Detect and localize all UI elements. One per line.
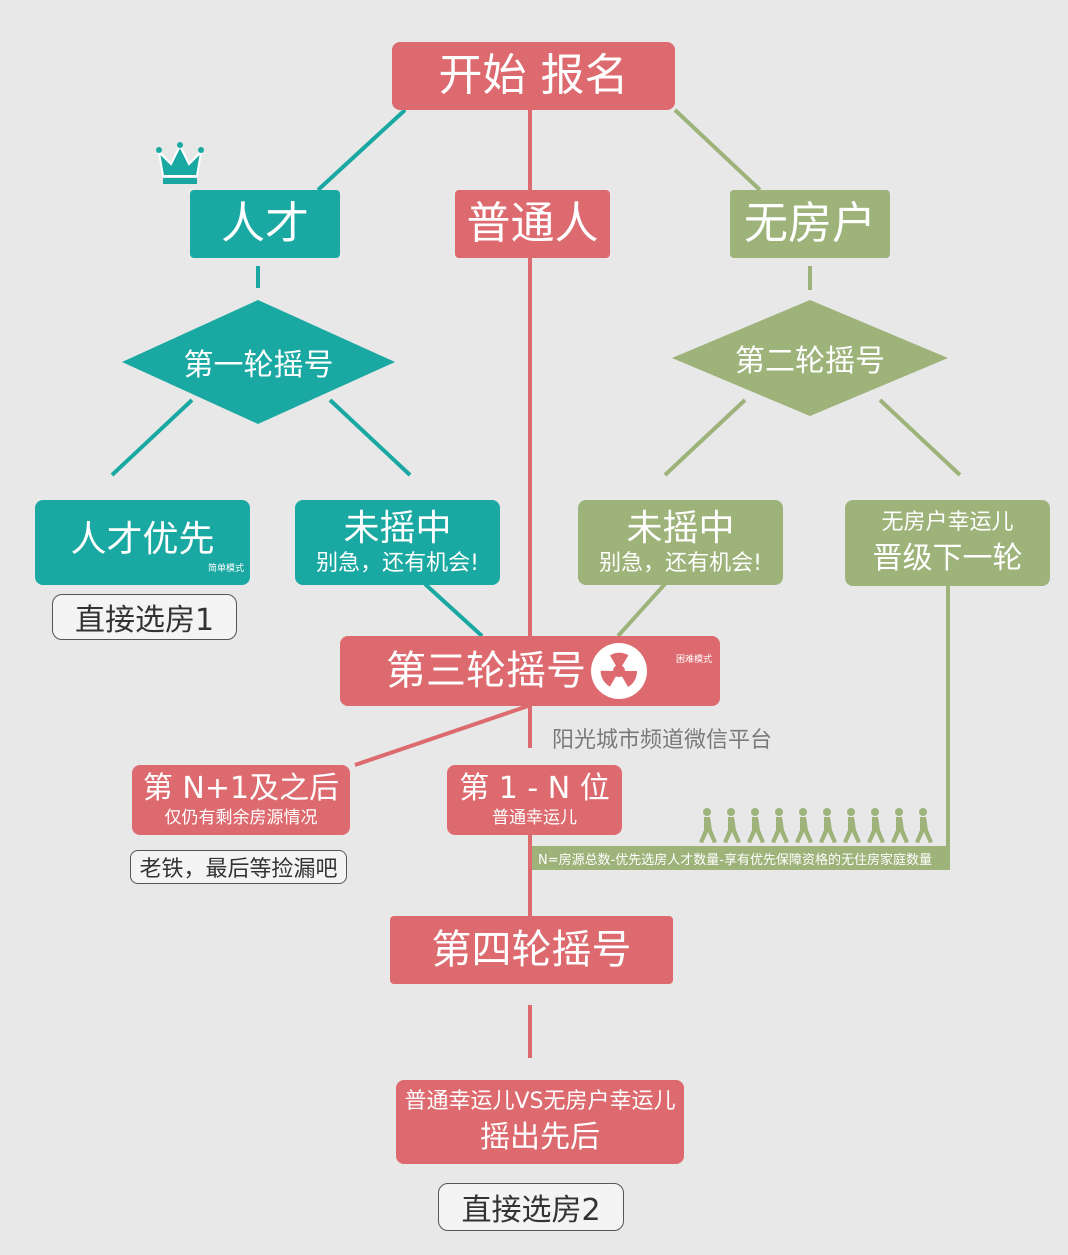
easy-mode-note: 简单模式 bbox=[207, 564, 244, 575]
radiation-icon bbox=[591, 643, 647, 699]
not-selected-subtitle-1: 别急，还有机会! bbox=[316, 551, 479, 577]
direct-pick-1: 直接选房1 bbox=[52, 594, 237, 640]
hard-mode-note: 困难模式 bbox=[675, 655, 712, 665]
crown-icon bbox=[156, 142, 204, 184]
talent-priority-label: 人才优先 bbox=[70, 518, 215, 560]
formula-bar: N=房源总数-优先选房人才数量-享有优先保障资格的无住房家庭数量 bbox=[532, 846, 950, 870]
not-selected-box-2: 未摇中 别急，还有机会! bbox=[578, 500, 783, 585]
leftover-label: 老铁，最后等捡漏吧 bbox=[139, 857, 338, 882]
round4-label: 第四轮摇号 bbox=[431, 927, 632, 973]
formula-text: N=房源总数-优先选房人才数量-享有优先保障资格的无住房家庭数量 bbox=[538, 852, 932, 868]
top-n-subtitle: 普通幸运儿 bbox=[492, 808, 577, 829]
direct-pick-2-label: 直接选房2 bbox=[461, 1193, 601, 1228]
no-house-lucky-box: 无房户幸运儿 晋级下一轮 bbox=[845, 500, 1050, 586]
no-house-box: 无房户 bbox=[730, 190, 890, 258]
after-n-box: 第 N+1及之后 仅仍有剩余房源情况 bbox=[132, 765, 350, 835]
round2-label: 第二轮摇号 bbox=[735, 344, 885, 379]
talent-label: 人才 bbox=[221, 197, 309, 249]
top-n-box: 第 1 - N 位 普通幸运儿 bbox=[447, 765, 622, 835]
round1-label: 第一轮摇号 bbox=[183, 348, 334, 383]
after-n-subtitle: 仅仍有剩余房源情况 bbox=[164, 808, 318, 829]
round1-diamond bbox=[122, 300, 395, 424]
ordinary-label: 普通人 bbox=[466, 197, 599, 249]
leftover-box: 老铁，最后等捡漏吧 bbox=[130, 850, 347, 884]
final-box: 普通幸运儿VS无房户幸运儿 摇出先后 bbox=[396, 1080, 684, 1164]
direct-pick-1-label: 直接选房1 bbox=[74, 603, 215, 638]
ordinary-box: 普通人 bbox=[455, 190, 610, 258]
no-house-label: 无房户 bbox=[744, 197, 876, 249]
final-line2: 摇出先后 bbox=[480, 1119, 600, 1155]
not-selected-title-2: 未摇中 bbox=[626, 507, 735, 549]
no-house-lucky-line1: 无房户幸运儿 bbox=[881, 510, 1014, 536]
talent-priority-box: 人才优先 简单模式 bbox=[35, 500, 250, 585]
final-line1: 普通幸运儿VS无房户幸运儿 bbox=[404, 1089, 676, 1115]
talent-box: 人才 bbox=[190, 190, 340, 258]
no-house-lucky-line2: 晋级下一轮 bbox=[872, 540, 1023, 576]
round3-box: 第三轮摇号 困难模式 bbox=[340, 636, 720, 706]
not-selected-subtitle-2: 别急，还有机会! bbox=[599, 551, 762, 577]
round2-diamond bbox=[672, 300, 948, 416]
start-label: 开始 报名 bbox=[438, 49, 629, 101]
after-n-title: 第 N+1及之后 bbox=[142, 771, 340, 807]
not-selected-title-1: 未摇中 bbox=[343, 507, 452, 549]
walking-people-icon bbox=[699, 808, 933, 843]
not-selected-box-1: 未摇中 别急，还有机会! bbox=[295, 500, 500, 585]
round4-box: 第四轮摇号 bbox=[390, 916, 673, 984]
round3-label: 第三轮摇号 bbox=[386, 648, 586, 694]
direct-pick-2: 直接选房2 bbox=[438, 1183, 624, 1231]
start-box: 开始 报名 bbox=[392, 42, 675, 110]
watermark-text: 阳光城市频道微信平台 bbox=[552, 728, 773, 753]
top-n-title: 第 1 - N 位 bbox=[459, 771, 610, 807]
